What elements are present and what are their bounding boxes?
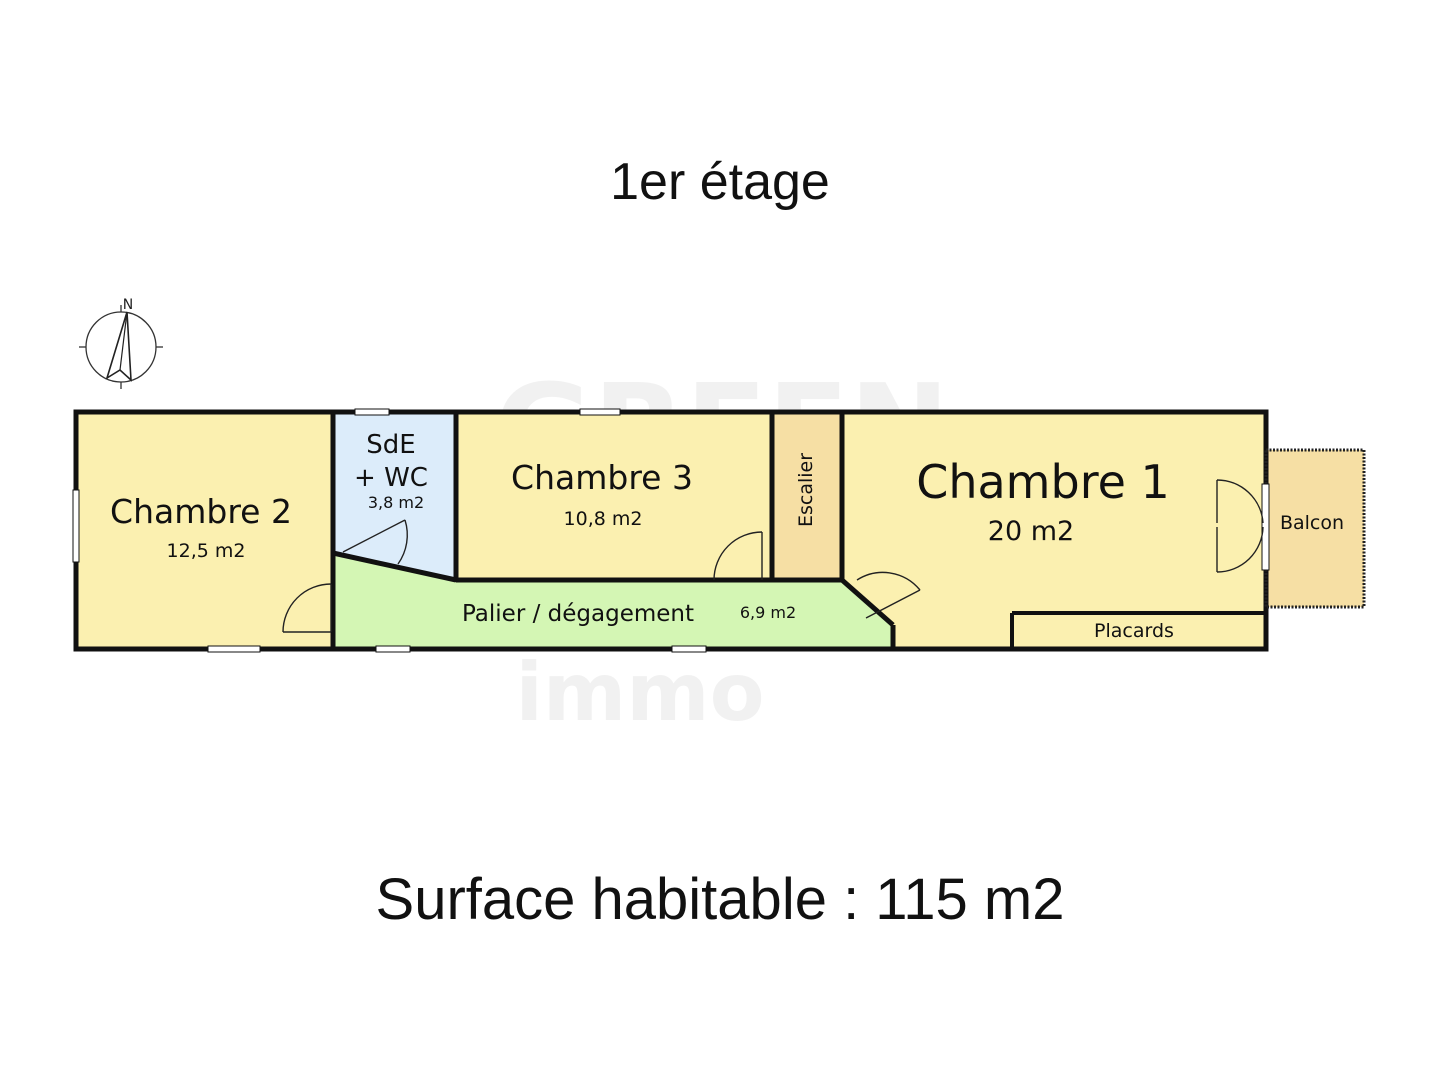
compass: N [79, 297, 163, 389]
room-name-chambre-3: Chambre 3 [511, 458, 693, 497]
window [1261, 483, 1270, 571]
interior-walls [330, 412, 1266, 649]
room-escalier [772, 414, 842, 580]
room-name-chambre-1: Chambre 1 [916, 455, 1170, 509]
room-area-chambre-2: 12,5 m2 [167, 540, 246, 562]
door-chambre-2 [282, 583, 332, 633]
door-chambre-3 [713, 531, 763, 581]
window [671, 645, 707, 653]
door-chambre-1 [856, 571, 921, 619]
room-placards [1012, 613, 1266, 647]
room-name-sde: SdE [366, 430, 415, 460]
room-chambre-2 [78, 414, 333, 647]
room-sde-wc [333, 414, 456, 580]
window [579, 408, 621, 416]
room-chambre-1 [842, 414, 1266, 647]
window [375, 645, 411, 653]
room-area-chambre-1: 20 m2 [988, 516, 1074, 547]
floor-title: 1er étage [610, 153, 830, 211]
windows [72, 408, 1270, 653]
watermark-line-3: immo [515, 646, 764, 739]
room-name-chambre-2: Chambre 2 [110, 492, 292, 531]
room-area-palier: 6,9 m2 [740, 603, 796, 622]
room-name-placards: Placards [1094, 620, 1174, 642]
room-area-chambre-3: 10,8 m2 [564, 508, 643, 530]
window [72, 489, 80, 563]
room-name-sde-2: + WC [354, 463, 428, 493]
doors [282, 479, 1264, 633]
total-living-area: Surface habitable : 115 m2 [375, 867, 1065, 932]
room-name-escalier: Escalier [795, 453, 817, 527]
room-labels: Chambre 2 12,5 m2 SdE + WC 3,8 m2 Chambr… [110, 430, 1344, 642]
room-name-balcon: Balcon [1280, 512, 1344, 534]
compass-north-label: N [123, 297, 133, 313]
room-balcon [1266, 450, 1364, 607]
door-sde [342, 519, 408, 565]
window [207, 645, 261, 653]
room-area-sde: 3,8 m2 [368, 493, 424, 512]
window [354, 408, 390, 416]
room-palier [333, 553, 893, 647]
room-chambre-3 [456, 414, 772, 580]
room-name-palier: Palier / dégagement [462, 601, 694, 627]
door-balcon [1216, 479, 1264, 573]
compass-needle [105, 311, 132, 382]
